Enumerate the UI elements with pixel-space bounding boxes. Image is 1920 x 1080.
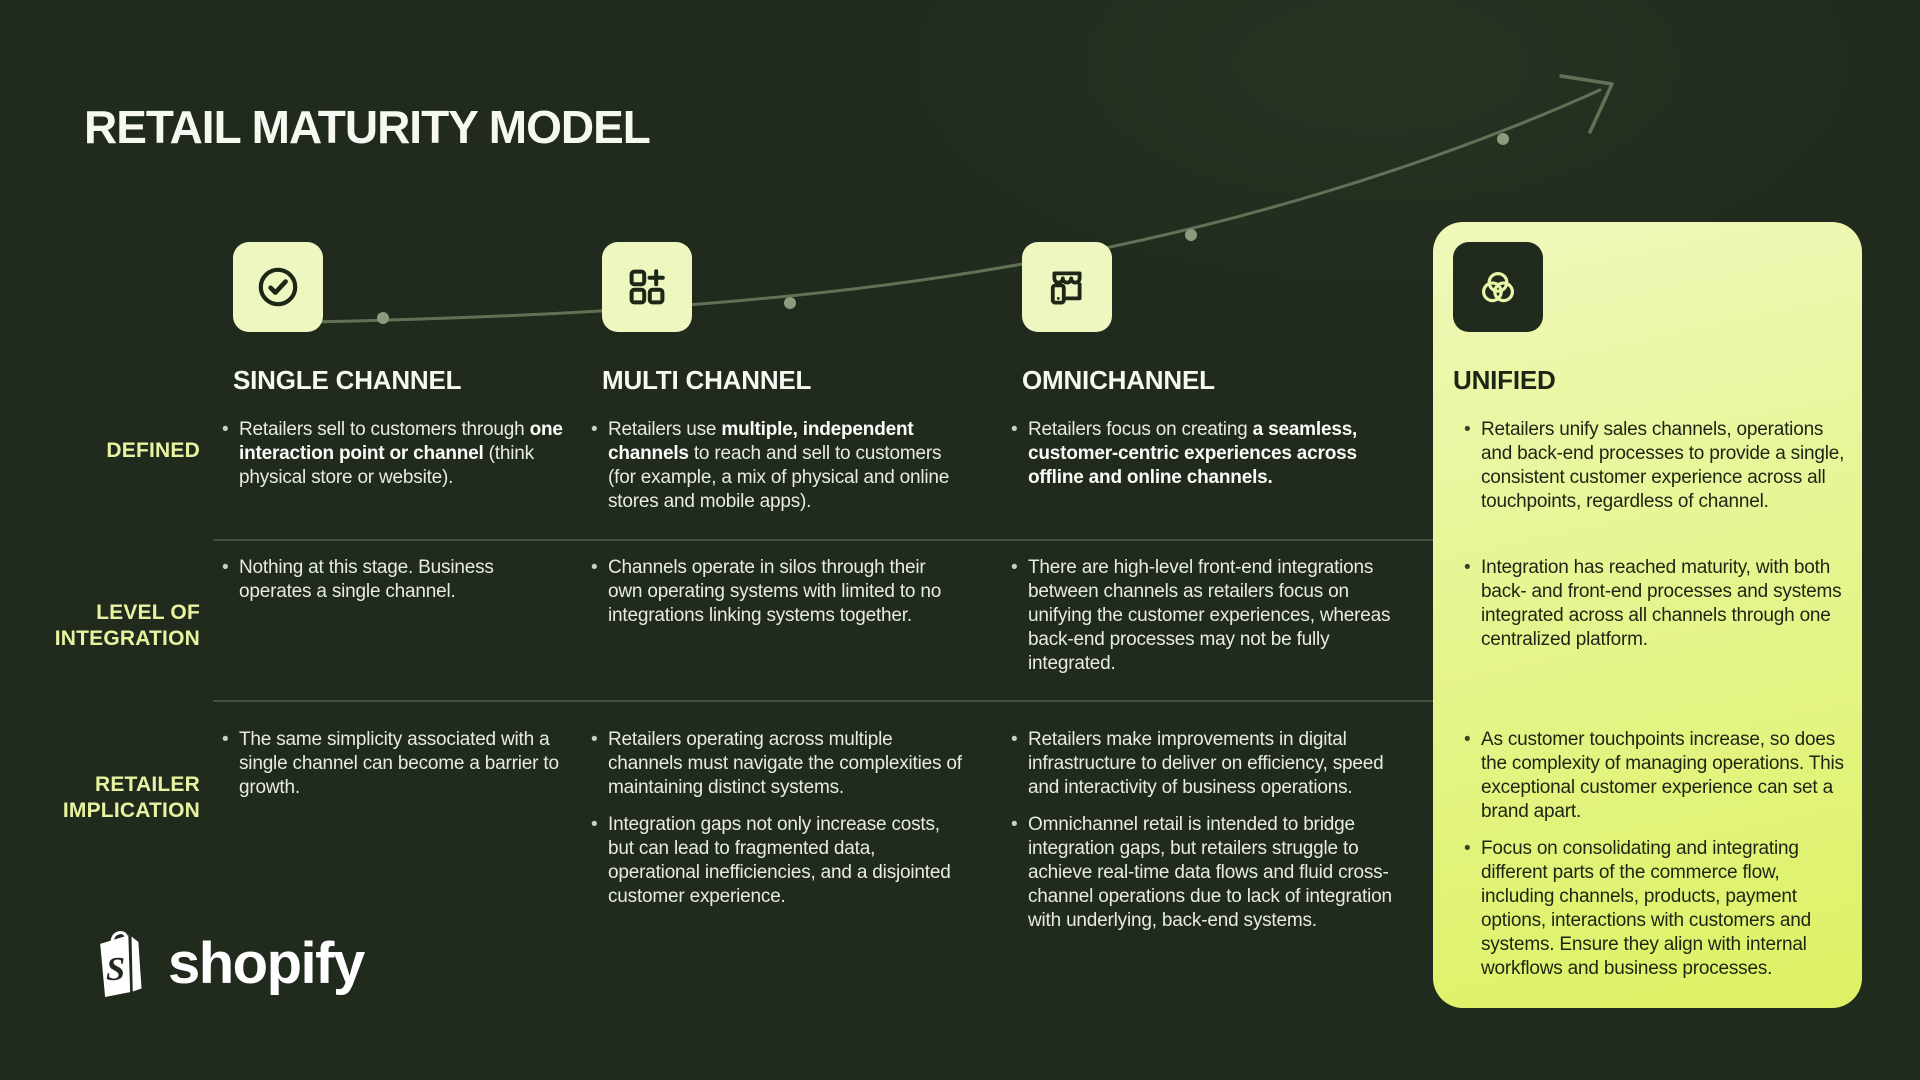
implication-cell: Retailers operating across multiple chan… [590,728,962,909]
bullet-text: Retailers focus on creating [1028,419,1253,440]
integration-cell: Nothing at this stage. Business operates… [221,556,569,604]
venn-circles-icon [1481,271,1514,303]
column-heading: MULTI CHANNEL [602,365,812,395]
bullet-item: Retailers make improvements in digital i… [1010,728,1402,800]
bullet-item: There are high-level front-end integrati… [1010,556,1402,676]
bullet-text: Focus on consolidating and integrating d… [1481,838,1811,979]
bullet-text: Retailers operating across multiple chan… [608,729,962,798]
bullet-item: Omnichannel retail is intended to bridge… [1010,813,1402,933]
bullet-text: Retailers unify sales channels, operatio… [1481,419,1845,512]
bullet-text: Retailers sell to customers through [239,419,530,440]
bullet-text: a seamless, customer-centric experiences… [1028,419,1358,488]
integration-cell: Channels operate in silos through their … [590,556,962,628]
bullet-item: Retailers sell to customers through one … [221,418,569,490]
bullet-item: The same simplicity associated with a si… [221,728,569,800]
bullet-text: Omnichannel retail is intended to bridge… [1028,814,1392,931]
defined-cell: Retailers sell to customers through one … [221,418,569,490]
implication-cell: The same simplicity associated with a si… [221,728,569,800]
bullet-item: Nothing at this stage. Business operates… [221,556,569,604]
bullet-item: Focus on consolidating and integrating d… [1463,837,1845,981]
integration-cell: Integration has reached maturity, with b… [1463,556,1845,652]
bullet-item: Integration gaps not only increase costs… [590,813,962,909]
bullet-text: As customer touchpoints increase, so doe… [1481,729,1844,822]
curve-dot [784,297,796,309]
bullet-text: Retailers make improvements in digital i… [1028,729,1384,798]
bullet-item: Retailers use multiple, independent chan… [590,418,962,514]
shopify-wordmark: shopify [168,931,365,996]
bullet-item: Retailers focus on creating a seamless, … [1010,418,1402,490]
bullet-item: Integration has reached maturity, with b… [1463,556,1845,652]
apps-plus-icon [629,269,665,305]
row-label-retailer-implication: RETAILER IMPLICATION [62,773,200,822]
bullet-item: Retailers operating across multiple chan… [590,728,962,800]
bullet-item: Channels operate in silos through their … [590,556,962,628]
column-heading: OMNICHANNEL [1022,365,1215,395]
check-circle-icon [258,267,298,307]
bullet-item: Retailers unify sales channels, operatio… [1463,418,1845,514]
bullet-text: (think physical store or website). [239,443,534,488]
icon-tile [233,242,323,332]
shopify-logo: S shopify [88,922,365,1006]
row-divider [213,700,1435,702]
storefront-mobile-icon [1050,271,1082,305]
curve-dot [377,312,389,324]
page-title: RETAIL MATURITY MODEL [84,101,651,153]
column-unified-card: UNIFIED Retailers unify sales channels, … [1433,222,1862,1008]
column-heading: SINGLE CHANNEL [233,365,462,395]
bullet-text: multiple, independent channels [608,419,914,464]
icon-tile [1022,242,1112,332]
integration-cell: There are high-level front-end integrati… [1010,556,1402,676]
row-label-defined: DEFINED [106,439,200,462]
defined-cell: Retailers unify sales channels, operatio… [1463,418,1845,514]
bullet-text: Integration has reached maturity, with b… [1481,557,1842,650]
icon-tile-dark [1453,242,1543,332]
defined-cell: Retailers focus on creating a seamless, … [1010,418,1402,490]
bullet-text: Integration gaps not only increase costs… [608,814,951,907]
implication-cell: As customer touchpoints increase, so doe… [1463,728,1845,981]
bullet-text: Channels operate in silos through their … [608,557,942,626]
row-divider [213,539,1435,541]
curve-dot [1497,133,1509,145]
bullet-text: The same simplicity associated with a si… [239,729,559,798]
shopify-bag-icon: S [100,931,142,997]
bullet-text: Nothing at this stage. Business operates… [239,557,494,602]
column-omnichannel: OMNICHANNEL Retailers focus on creating … [1011,222,1414,1008]
column-heading: UNIFIED [1453,365,1556,395]
bullet-text: one interaction point or channel [239,419,563,464]
bag-letter: S [106,951,125,988]
bullet-item: As customer touchpoints increase, so doe… [1463,728,1845,824]
row-label-level-of-integration: LEVEL OF INTEGRATION [54,601,200,650]
bullet-text: Retailers use [608,419,722,440]
implication-cell: Retailers make improvements in digital i… [1010,728,1402,933]
icon-tile [602,242,692,332]
column-multi-channel: MULTI CHANNEL Retailers use multiple, in… [591,222,974,1008]
bullet-text: to reach and sell to customers (for exam… [608,443,950,512]
defined-cell: Retailers use multiple, independent chan… [590,418,962,514]
bullet-text: There are high-level front-end integrati… [1028,557,1391,674]
column-single-channel: SINGLE CHANNEL Retailers sell to custome… [222,222,581,1008]
curve-dot [1185,229,1197,241]
